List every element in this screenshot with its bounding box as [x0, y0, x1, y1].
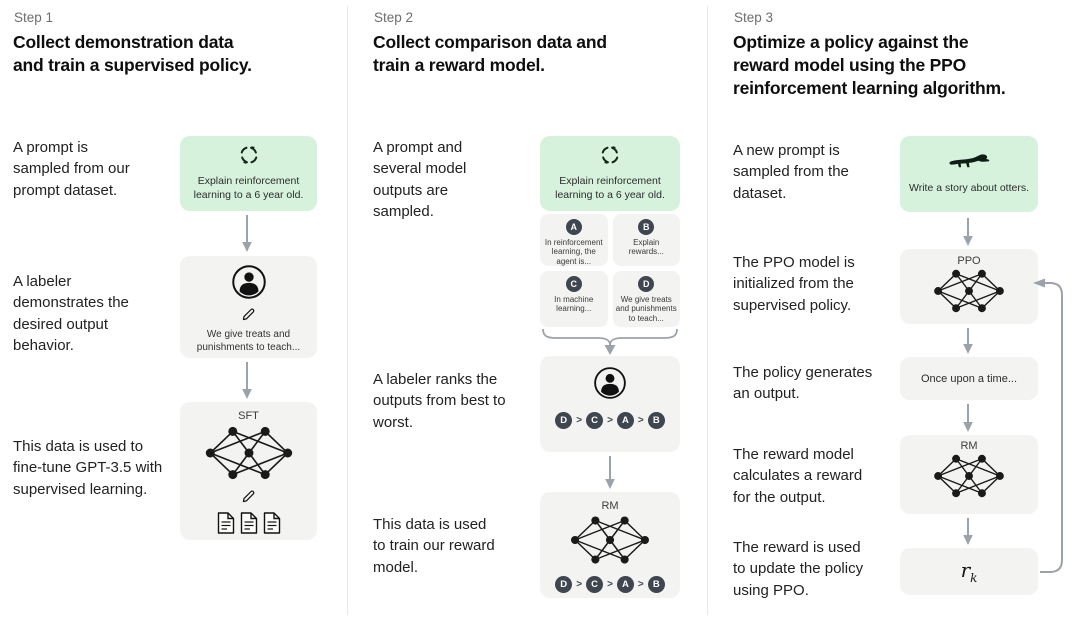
- rank-3: A: [616, 412, 634, 429]
- rank-separator: >: [576, 415, 583, 426]
- step3-rm-box: RM: [900, 435, 1038, 514]
- step3-caption-update: The reward is used to update the policy …: [733, 539, 864, 599]
- output-d: D We give treats and punishments to teac…: [612, 271, 680, 327]
- rm-model-box: RM D > C >: [540, 492, 680, 598]
- column-divider: [347, 6, 348, 615]
- pencil-icon: [241, 307, 256, 327]
- output-a-badge: A: [565, 219, 582, 235]
- down-arrow-icon: [963, 404, 973, 432]
- step2-headline: Collect comparison data and train a rewa…: [373, 32, 607, 75]
- cycle-icon: [239, 145, 259, 170]
- prompt-text: Write a story about otters.: [908, 182, 1030, 195]
- output-b-text: Explain rewards...: [628, 238, 664, 257]
- step1-labeler-box: We give treats and punishments to teach.…: [180, 256, 317, 358]
- reward-symbol: rk: [960, 558, 978, 585]
- rank-separator: >: [576, 579, 583, 590]
- down-arrow-icon: [242, 362, 252, 399]
- network-icon: [932, 453, 1006, 504]
- step2-prompt-box: Explain reinforcement learning to a 6 ye…: [540, 136, 680, 211]
- rank-4: B: [647, 412, 665, 429]
- policy-output-box: Once upon a time...: [900, 357, 1038, 400]
- step3-caption-reward: The reward model calculates a reward for…: [733, 446, 863, 506]
- output-a-text: In reinforcement learning, the agent is.…: [544, 238, 603, 266]
- down-arrow-icon: [242, 215, 252, 252]
- step3-label: Step 3: [734, 10, 774, 25]
- down-arrow-icon: [963, 218, 973, 246]
- step3-headline: Optimize a policy against the reward mod…: [733, 32, 1006, 98]
- step3-caption-init: The PPO model is initialized from the su…: [733, 254, 855, 314]
- otter-icon: [948, 152, 990, 177]
- step3-prompt-box: Write a story about otters.: [900, 136, 1038, 212]
- reward-value-box: rk: [900, 548, 1038, 595]
- rm-label: RM: [601, 500, 619, 512]
- rank-separator: >: [607, 579, 613, 590]
- rank-3: A: [616, 576, 634, 593]
- rank-2: C: [586, 576, 604, 593]
- rank-4: B: [647, 576, 665, 593]
- output-b: B Explain rewards...: [612, 214, 680, 266]
- pencil-icon: [241, 489, 256, 509]
- person-icon: [593, 366, 627, 405]
- step3-caption-output: The policy generates an output.: [733, 364, 873, 403]
- rank-separator: >: [637, 415, 644, 426]
- step1-label: Step 1: [14, 10, 54, 25]
- ppo-label: PPO: [957, 255, 981, 267]
- ranking-row: D > C > A > B: [555, 412, 665, 429]
- prompt-text: Explain reinforcement learning to a 6 ye…: [193, 174, 304, 201]
- output-c-badge: C: [565, 276, 582, 292]
- prompt-text: Explain reinforcement learning to a 6 ye…: [555, 174, 665, 201]
- down-arrow-icon: [963, 518, 973, 545]
- cycle-icon: [600, 145, 620, 170]
- network-icon: [932, 268, 1006, 319]
- step3-caption-prompt: A new prompt is sampled from the dataset…: [733, 142, 849, 202]
- sft-label: SFT: [238, 410, 259, 422]
- rank-1: D: [555, 576, 573, 593]
- documents-icon: [217, 512, 281, 534]
- rm-label: RM: [960, 440, 978, 452]
- column-divider: [707, 6, 708, 615]
- output-b-badge: B: [638, 219, 655, 235]
- person-icon: [231, 264, 267, 305]
- down-arrow-icon: [605, 456, 615, 489]
- step2-label: Step 2: [374, 10, 414, 25]
- step1-prompt-box: Explain reinforcement learning to a 6 ye…: [180, 136, 317, 211]
- step1-caption-train: This data is used to fine-tune GPT-3.5 w…: [13, 438, 163, 498]
- rank-separator: >: [607, 415, 613, 426]
- output-d-badge: D: [638, 276, 655, 292]
- step2-caption-labeler: A labeler ranks the outputs from best to…: [373, 371, 506, 431]
- rank-separator: >: [637, 579, 644, 590]
- feedback-arrow-icon: [1033, 278, 1063, 573]
- ppo-model-box: PPO: [900, 249, 1038, 324]
- ranking-row: D > C > A > B: [555, 576, 665, 593]
- step2-caption-train: This data is used to train our reward mo…: [373, 516, 495, 576]
- step2-ranking-box: D > C > A > B: [540, 356, 680, 452]
- down-arrow-icon: [963, 328, 973, 354]
- network-icon: [568, 514, 652, 571]
- model-outputs-grid: A In reinforcement learning, the agent i…: [540, 214, 680, 327]
- output-c-text: In machine learning...: [554, 295, 594, 314]
- step1-caption-labeler: A labeler demonstrates the desired outpu…: [13, 273, 129, 354]
- output-c: C In machine learning...: [540, 271, 608, 327]
- demonstration-text: We give treats and punishments to teach.…: [196, 329, 301, 353]
- output-d-text: We give treats and punishments to teach.…: [615, 295, 677, 323]
- brace-icon: [542, 328, 678, 355]
- step1-caption-prompt: A prompt is sampled from our prompt data…: [13, 139, 130, 199]
- network-icon: [204, 424, 294, 487]
- rank-1: D: [555, 412, 573, 429]
- step1-headline: Collect demonstration data and train a s…: [13, 32, 252, 75]
- output-a: A In reinforcement learning, the agent i…: [540, 214, 608, 266]
- step2-caption-prompt: A prompt and several model outputs are s…: [373, 139, 467, 220]
- rank-2: C: [586, 412, 604, 429]
- sft-model-box: SFT: [180, 402, 317, 540]
